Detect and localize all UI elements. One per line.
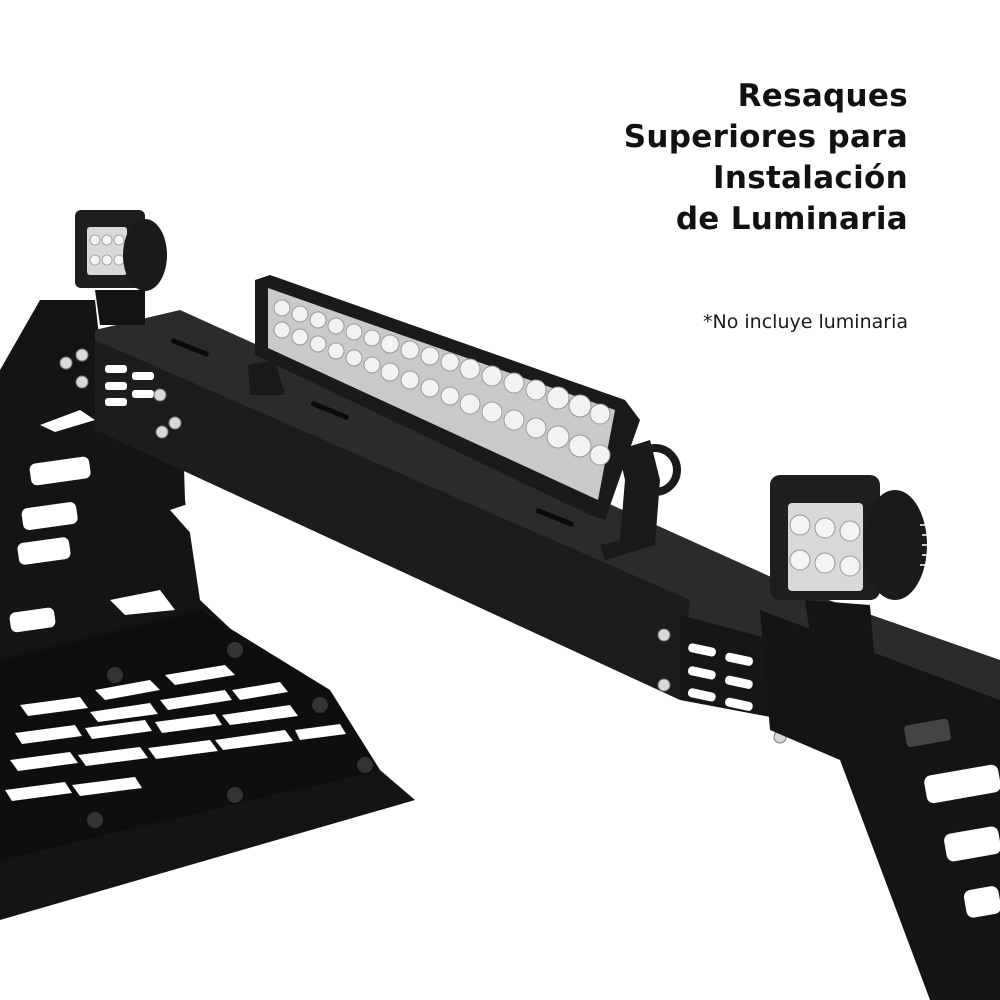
headline-line-2: Superiores para [623, 119, 908, 155]
headline: Resaques Superiores para Instalación de … [624, 76, 908, 240]
right-pod-light [770, 475, 932, 670]
right-side-plate [760, 610, 1000, 1000]
disclaimer-note: *No incluye luminaria [703, 311, 908, 333]
left-pod-light [75, 210, 167, 325]
headline-line-4: de Luminaria [675, 201, 908, 237]
mesh-panel [0, 610, 380, 860]
led-light-bar [248, 275, 681, 560]
headline-line-3: Instalación [712, 160, 908, 196]
headline-line-1: Resaques [737, 78, 908, 114]
